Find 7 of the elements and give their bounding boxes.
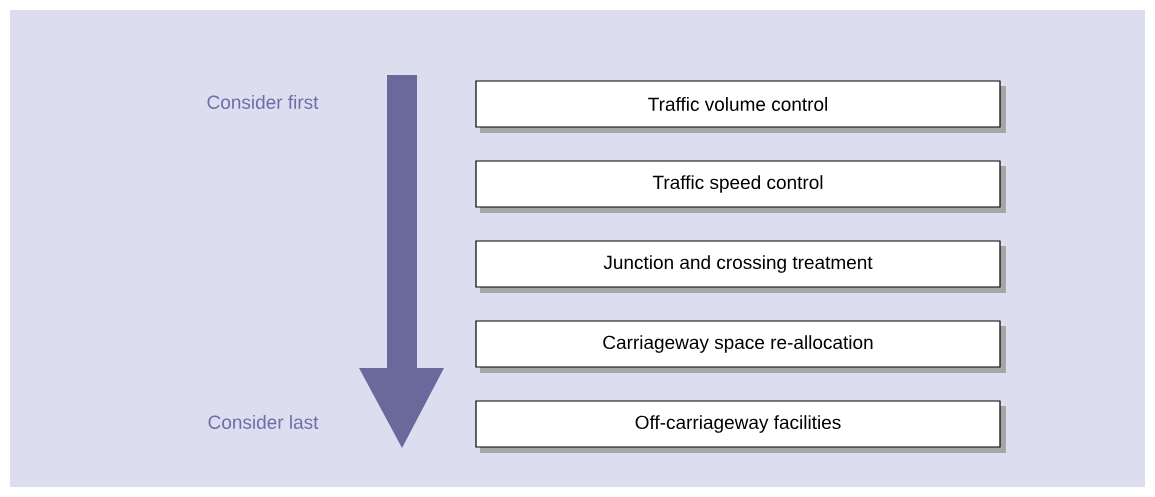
step-box: Traffic volume control: [475, 80, 1006, 133]
step-box: Junction and crossing treatment: [475, 240, 1006, 293]
side-label: Consider first: [207, 95, 319, 109]
step-box: Traffic speed control: [475, 160, 1006, 213]
side-label: Consider last: [208, 415, 319, 429]
step-box: Off-carriageway facilities: [475, 400, 1006, 453]
step-box: Carriageway space re-allocation: [475, 320, 1006, 373]
